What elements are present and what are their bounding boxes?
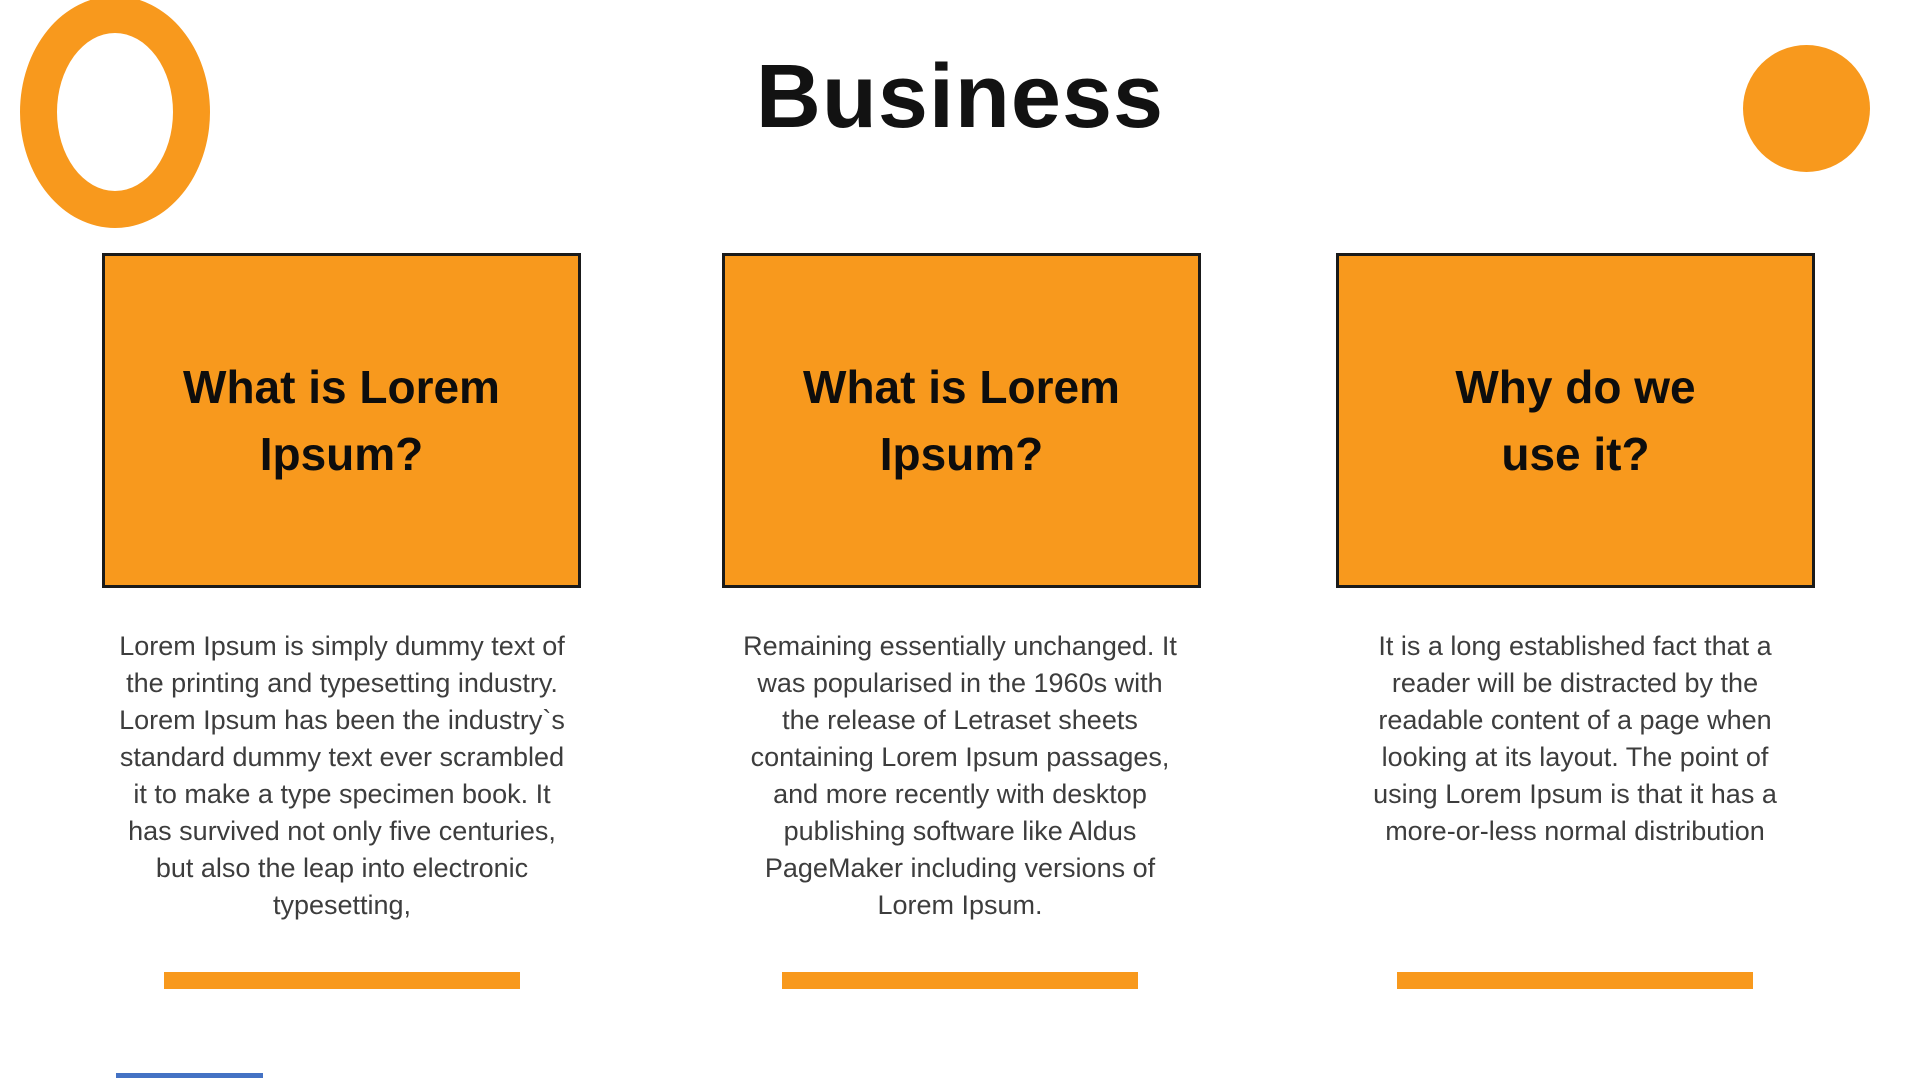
- blue-accent-line: [116, 1073, 263, 1078]
- accent-bar-3: [1397, 972, 1753, 989]
- box-heading-2: What is Lorem Ipsum?: [803, 360, 1120, 480]
- heading-box-1: What is Lorem Ipsum?: [102, 253, 581, 588]
- heading-box-3: Why do we use it?: [1336, 253, 1815, 588]
- body-text-2: Remaining essentially unchanged. It was …: [743, 631, 1177, 920]
- body-text-3: It is a long established fact that a rea…: [1373, 631, 1777, 846]
- heading-box-2: What is Lorem Ipsum?: [722, 253, 1201, 588]
- box-heading-3: Why do we use it?: [1455, 360, 1696, 480]
- accent-bar-1: [164, 972, 520, 989]
- box-heading-1: What is Lorem Ipsum?: [183, 360, 500, 480]
- body-text-1: Lorem Ipsum is simply dummy text of the …: [119, 631, 565, 920]
- slide-title: Business: [755, 47, 1165, 147]
- accent-bar-2: [782, 972, 1138, 989]
- circle-decoration-icon: [1743, 45, 1870, 172]
